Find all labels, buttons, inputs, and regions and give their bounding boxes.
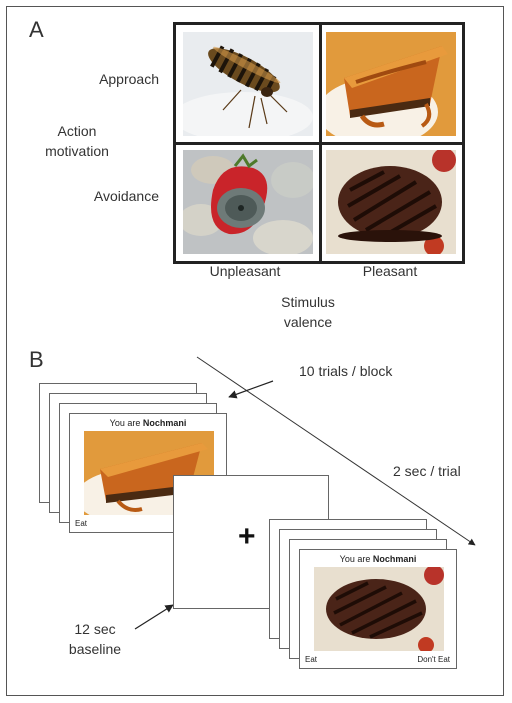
arrows-layer — [134, 356, 476, 630]
image-cheesecake-top — [326, 32, 456, 136]
trials-per-block-label: 10 trials / block — [299, 363, 393, 379]
sec-per-trial-label: 2 sec / trial — [393, 463, 461, 479]
x-axis-title-line2: valence — [283, 314, 333, 330]
card2-title-prefix: You are — [339, 554, 373, 564]
card2-eat-option: Eat — [305, 655, 318, 664]
y-axis-title-line1: Action — [57, 123, 97, 139]
card2-image-steak — [314, 567, 444, 651]
image-insect — [183, 32, 313, 136]
baseline-label-line1: 12 sec — [74, 621, 116, 637]
image-moldy-strawberry — [183, 150, 313, 254]
card1-eat-option: Eat — [75, 519, 88, 528]
baseline-pointer-arrow — [134, 604, 174, 630]
figure-frame: A Approach Action motivation Avoidance — [6, 6, 504, 696]
grid-divider-horizontal — [176, 142, 462, 145]
image-steak-top — [326, 150, 456, 254]
x-axis-title-line1: Stimulus — [281, 294, 335, 310]
trials-pointer-arrow — [228, 380, 274, 399]
panel-b-letter: B — [29, 347, 44, 372]
panel-a-letter: A — [29, 17, 44, 42]
valence-motivation-grid — [173, 22, 465, 264]
baseline-label: 12 sec baseline — [55, 619, 135, 659]
y-axis-title: Action motivation — [27, 121, 127, 161]
y-axis-title-line2: motivation — [45, 143, 109, 159]
card1-title: You are Nochmani — [70, 418, 226, 428]
row-label-approach: Approach — [99, 71, 159, 87]
card2-dont-eat-option: Don't Eat — [417, 655, 450, 664]
card2-title-name: Nochmani — [372, 554, 417, 564]
card1-title-name: Nochmani — [142, 418, 187, 428]
baseline-label-line2: baseline — [68, 641, 122, 657]
fixation-cross: + — [238, 520, 256, 553]
card2-title: You are Nochmani — [300, 554, 456, 564]
col-label-unpleasant: Unpleasant — [209, 263, 281, 279]
row-label-avoidance: Avoidance — [93, 188, 159, 204]
time-arrow — [196, 356, 476, 546]
stack2-card-front: You are Nochmani Eat Don't Eat — [299, 549, 457, 669]
card1-title-prefix: You are — [109, 418, 143, 428]
x-axis-title: Stimulus valence — [253, 292, 363, 332]
col-label-pleasant: Pleasant — [362, 263, 418, 279]
